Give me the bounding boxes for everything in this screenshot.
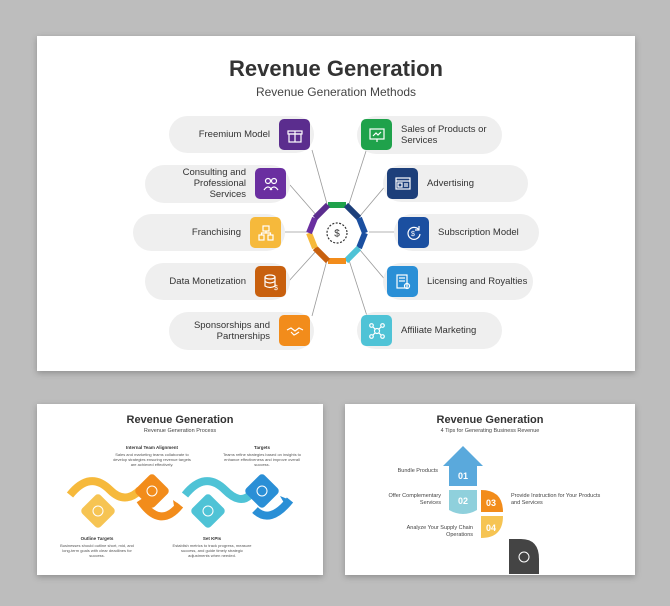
process-slide[interactable]: Revenue Generation Revenue Generation Pr… [37, 404, 323, 575]
tip-label: Offer Complementary Services [388, 493, 441, 506]
tip-label: Provide Instruction for Your Products an… [511, 493, 601, 506]
method-label: Consulting and Professional Services [182, 167, 246, 200]
license-icon [387, 266, 418, 297]
tips-graphic: 01 02 03 04 [443, 446, 539, 574]
method-label: Franchising [191, 227, 241, 238]
step-heading: Outline Targets [80, 536, 114, 541]
advertising-icon [387, 168, 418, 199]
data-icon: $ [255, 266, 286, 297]
method-pill-data[interactable]: Data Monetization $ [145, 263, 290, 300]
tips-title: Revenue Generation [436, 414, 544, 426]
step-text: Teams refine strategies based on insight… [222, 452, 302, 467]
method-label: Subscription Model [438, 227, 519, 238]
step-text: Establish metrics to track progress, mea… [172, 543, 252, 558]
svg-text:$: $ [411, 231, 415, 238]
method-label: Data Monetization [169, 276, 246, 287]
franchise-icon [250, 217, 281, 248]
method-pill-licensing[interactable]: Licensing and Royalties [383, 263, 533, 300]
method-pill-consulting[interactable]: Consulting and Professional Services [145, 165, 290, 203]
process-subtitle: Revenue Generation Process [143, 428, 217, 434]
tip-number: 03 [486, 498, 496, 508]
tip-number: 02 [458, 496, 468, 506]
consulting-icon [255, 168, 286, 199]
step-heading: Targets [254, 445, 270, 450]
step-text: Sales and marketing teams collaborate to… [113, 452, 191, 467]
handshake-icon [279, 315, 310, 346]
method-pill-sales[interactable]: Sales of Products or Services [357, 116, 502, 154]
method-label: Advertising [427, 178, 474, 189]
method-label: Sponsorships and Partnerships [193, 319, 270, 342]
method-label: Licensing and Royalties [427, 276, 528, 287]
svg-text:$: $ [274, 285, 278, 291]
hub-connectors [285, 147, 399, 317]
method-pill-advertising[interactable]: Advertising [383, 165, 528, 202]
process-title: Revenue Generation [126, 414, 234, 426]
main-slide[interactable]: Revenue Generation Revenue Generation Me… [37, 36, 635, 371]
tip-number: 04 [486, 523, 496, 533]
method-label: Sales of Products or Services [401, 123, 487, 146]
dollar-gear-icon [327, 223, 347, 243]
tips-subtitle: 4 Tips for Generating Business Revenue [440, 428, 540, 434]
method-label: Affiliate Marketing [401, 325, 477, 336]
gift-icon [279, 119, 310, 150]
step-heading: Internal Team Alignment [125, 445, 178, 450]
hub-ring: $ [306, 202, 368, 264]
affiliate-icon [361, 315, 392, 346]
svg-text:$: $ [334, 229, 340, 240]
method-pill-sponsorships[interactable]: Sponsorships and Partnerships [169, 312, 314, 350]
sales-icon [361, 119, 392, 150]
main-title: Revenue Generation [229, 56, 443, 81]
subscription-icon: $ [398, 217, 429, 248]
tip-label: Analyze Your Supply Chain Operations [406, 525, 473, 538]
method-label: Freemium Model [198, 129, 270, 140]
main-subtitle: Revenue Generation Methods [255, 85, 417, 99]
tip-number: 01 [458, 471, 468, 481]
method-pill-subscription[interactable]: $ Subscription Model [394, 214, 539, 251]
process-flow [66, 474, 294, 528]
method-pill-freemium[interactable]: Freemium Model [169, 116, 314, 153]
step-heading: Set KPIs [202, 536, 222, 541]
tip-label: Bundle Products [397, 468, 438, 474]
method-pill-affiliate[interactable]: Affiliate Marketing [357, 312, 502, 349]
tips-slide[interactable]: Revenue Generation 4 Tips for Generating… [345, 404, 635, 575]
method-pill-franchising[interactable]: Franchising [133, 214, 285, 251]
step-text: Businesses should outline short, mid, an… [60, 543, 134, 558]
